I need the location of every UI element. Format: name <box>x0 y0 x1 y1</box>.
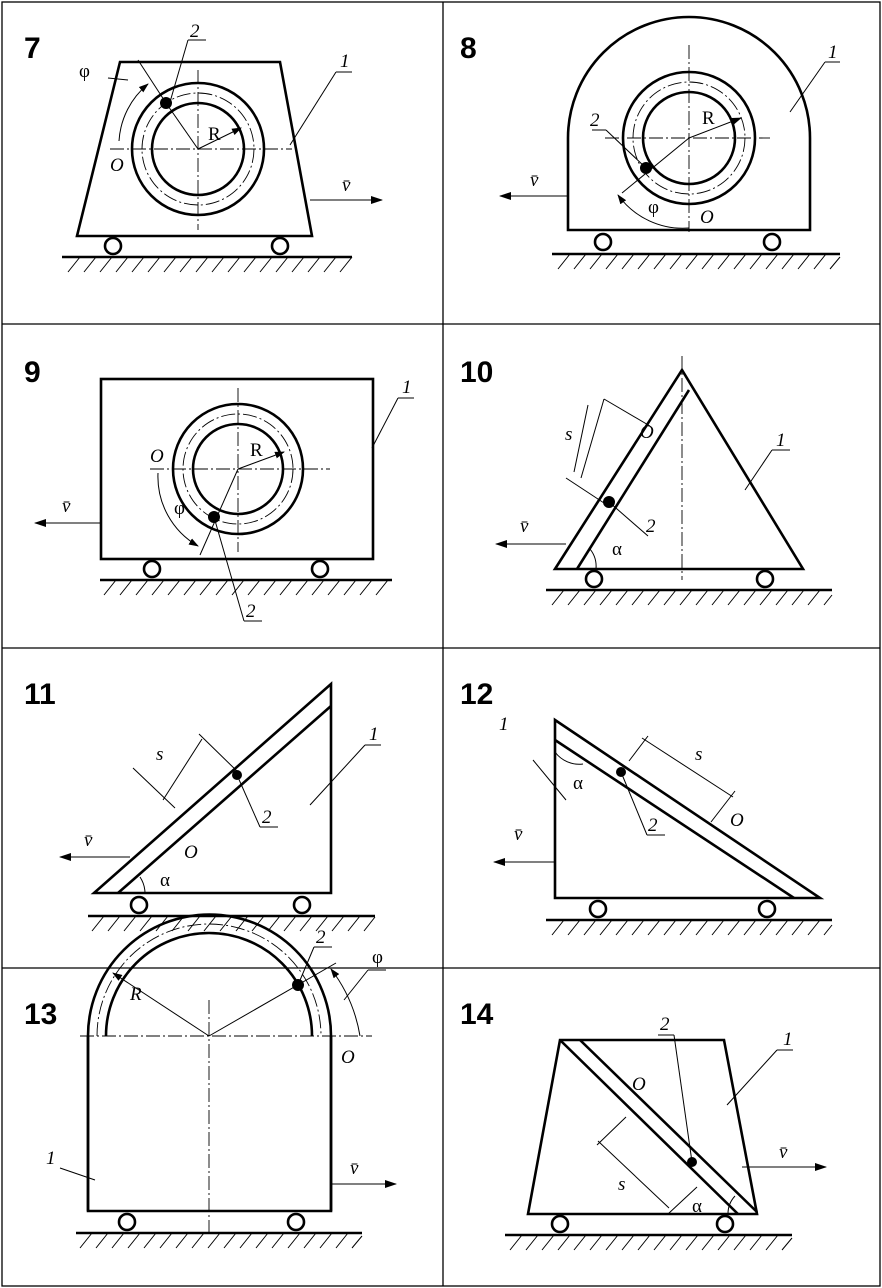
origin-label: O <box>700 207 714 228</box>
radius-label: R <box>208 124 221 145</box>
radius-label: R <box>250 440 263 461</box>
origin-label: O <box>184 842 198 863</box>
point-label: 2 <box>590 110 600 131</box>
panel-9: 9 2 1 φ O R v̄ <box>24 356 414 622</box>
coordinate-label: s <box>156 744 163 765</box>
point-label: 2 <box>246 601 256 622</box>
velocity-label: v̄ <box>514 824 523 845</box>
velocity-label: v̄ <box>62 496 71 517</box>
trapezoid-body <box>75 60 314 238</box>
panel-10: 10 2 1 α O s v̄ <box>460 356 833 606</box>
origin-label: O <box>640 422 654 443</box>
groove-line <box>554 738 795 900</box>
velocity-label: v̄ <box>779 1142 788 1163</box>
body-label: 1 <box>828 42 838 63</box>
body-label: 1 <box>369 724 379 745</box>
radius-label: R <box>702 108 715 129</box>
velocity-label: v̄ <box>84 830 93 851</box>
origin-label: O <box>730 810 744 831</box>
triangle-body <box>553 717 825 900</box>
body-label: 1 <box>499 714 509 735</box>
origin-label: O <box>110 155 124 176</box>
radius-label: R <box>129 984 142 1005</box>
point-label: 2 <box>262 807 272 828</box>
panel-number: 7 <box>24 32 41 65</box>
point-label: 2 <box>316 927 326 948</box>
arch-body <box>86 1036 333 1211</box>
groove-line <box>117 705 332 894</box>
trapezoid-body <box>526 1038 759 1216</box>
panel-number: 14 <box>460 998 494 1031</box>
panel-12: 12 2 1 α O s v̄ <box>460 678 833 936</box>
panel-number: 13 <box>24 998 57 1031</box>
angle-label: α <box>692 1196 702 1217</box>
triangle-body <box>90 681 333 895</box>
point-label: 2 <box>648 815 658 836</box>
body-label: 1 <box>776 430 786 451</box>
origin-label: O <box>150 446 164 467</box>
rectangle-body <box>99 377 375 561</box>
coordinate-label: s <box>565 424 572 445</box>
angle-label: φ <box>372 947 383 968</box>
velocity-label: v̄ <box>350 1158 359 1179</box>
origin-label: O <box>632 1074 646 1095</box>
point-label: 2 <box>646 516 656 537</box>
panel-14: 14 2 1 α O s v̄ <box>460 998 827 1251</box>
angle-label: φ <box>79 61 90 82</box>
panel-number: 11 <box>24 678 56 711</box>
point-label: 2 <box>190 21 200 42</box>
panel-number: 12 <box>460 678 493 711</box>
velocity-label: v̄ <box>530 170 539 191</box>
body-label: 1 <box>46 1148 56 1169</box>
angle-label: α <box>612 539 622 560</box>
angle-label: φ <box>174 498 185 519</box>
angle-label: α <box>573 773 583 794</box>
coordinate-label: s <box>618 1174 625 1195</box>
body-label: 1 <box>783 1029 793 1050</box>
coordinate-label: s <box>695 744 702 765</box>
panel-number: 8 <box>460 32 477 65</box>
panel-number: 9 <box>24 356 41 389</box>
panel-7: 7 2 1 φ O R v̄ <box>24 21 383 273</box>
panel-13: 13 2 1 φ O R v̄ <box>24 913 397 1249</box>
panel-8: 8 2 1 φ O R v̄ <box>460 15 841 270</box>
groove-line <box>559 1039 739 1215</box>
velocity-label: v̄ <box>520 516 529 537</box>
velocity-label: v̄ <box>342 175 351 196</box>
body-label: 1 <box>340 51 350 72</box>
panel-number: 10 <box>460 356 493 389</box>
point-label: 2 <box>660 1014 670 1035</box>
triangle-body <box>552 367 806 571</box>
panel-11: 11 2 1 α O s v̄ <box>24 678 381 932</box>
origin-label: O <box>341 1047 355 1068</box>
angle-label: φ <box>648 197 659 218</box>
body-label: 1 <box>402 377 412 398</box>
angle-label: α <box>160 870 170 891</box>
groove-line <box>575 389 691 570</box>
